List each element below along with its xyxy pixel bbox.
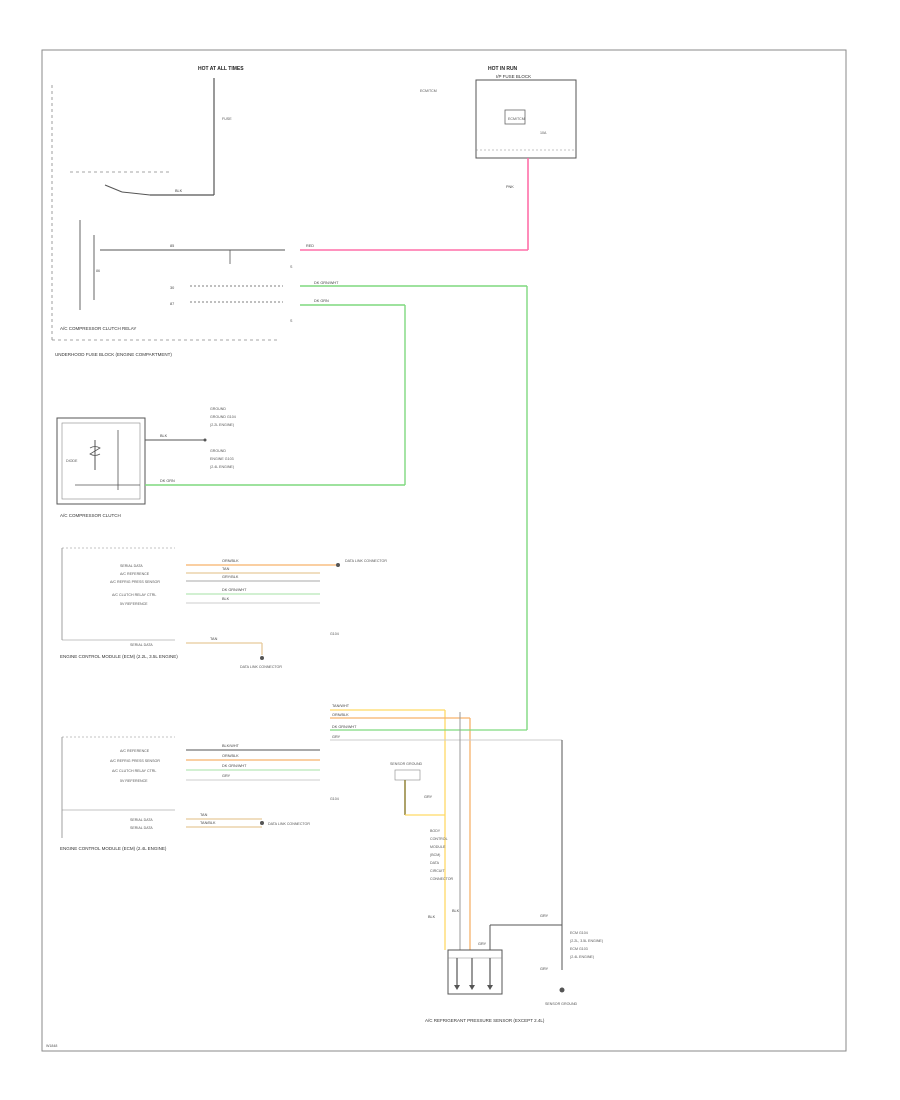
sensor-right-note-3: ECM G103 [570,947,588,951]
ecm-bottom-pin-3-code: GRY [222,774,231,778]
ecm-bottom-ref: G104 [330,797,339,801]
clutch-diode-label: DIODE [66,459,78,463]
sensor-right-note-2: (2.2L, 3.5L ENGINE) [570,939,603,943]
sensor-wire-code-2: GRY [478,942,487,946]
relay-location: UNDERHOOD FUSE BLOCK (ENGINE COMPARTMENT… [55,352,172,357]
splice-note-6: CIRCUIT [430,869,445,873]
ecm-top-pin-0-name: SERIAL DATA [120,564,143,568]
fuse-amp: 10A [540,131,547,135]
fuse-left-note: ECM/TCM [420,89,437,93]
clutch-wire-code-1: DK GRN [160,479,175,483]
pressure-sensor-section: BLK BLK GRY GRY ECM G104 (2.2L, 3.5L ENG… [425,909,603,1023]
relay-wire-code-3: DK GRN [314,299,329,303]
fuse-block-box [475,79,577,159]
sensor-right-code-2: GRY [540,967,549,971]
ecm-top-pin-0-code: ORN/BLK [222,559,239,563]
splice-code-2: DK GRN/WHT [332,725,357,729]
relay-pin-86: 86 [96,269,100,273]
ecm-top-pin-2-name: A/C REFRIG PRESS SENSOR [110,580,160,584]
ecm-top-pin-4-code: BLK [222,597,230,601]
fuse-name: ECM/TCM [508,117,525,121]
ecm-bottom-pin-0-name: A/C REFERENCE [120,749,150,753]
relay-pin-87: 87 [170,302,174,306]
ecm-bottom-pin-1-code: ORN/BLK [222,754,239,758]
ecm-top-pin-3-code: DK GRN/WHT [222,588,247,592]
sensor-right-note-1: ECM G104 [570,931,588,935]
splice-note-2: CONTROL [430,837,448,841]
relay-s-code-2: S [290,319,293,323]
clutch-upper-ground: GROUND [210,407,226,411]
ecm-bottom-section: A/C REFERENCE BLK/WHT A/C REFRIG PRESS S… [60,736,339,851]
ecm-top-pin-1-code: TAN [222,567,230,571]
ecm-bottom-serial-1-code: TAN/BLK [200,821,216,825]
diagram-id-code: W1848 [46,1044,57,1048]
ecm-top-pin-4-name: 5V REFERENCE [120,602,148,606]
ecm-top-pin-1-name: A/C REFERENCE [120,572,150,576]
relay-fuse-label: FUSE [222,117,232,121]
relay-wire-code-2: DK GRN/WHT [314,281,339,285]
clutch-title: A/C COMPRESSOR CLUTCH [60,513,121,518]
ecm-top-datalink-2: DATA LINK CONNECTOR [240,665,282,669]
sensor-ground-label: SENSOR GROUND [545,1002,578,1006]
ecm-bottom-pin-2-code: DK GRN/WHT [222,764,247,768]
ecm-top-bottom-pin-name: SERIAL DATA [130,643,153,647]
relay-s-code: S [290,265,293,269]
ecm-bottom-pin-0-code: BLK/WHT [222,744,240,748]
clutch-lower-ground: GROUND [210,449,226,453]
compressor-clutch-box [56,417,146,505]
splice-section: TAN/WHT ORN/BLK DK GRN/WHT GRY SENSOR GR… [330,704,563,950]
relay-pin-30: 30 [170,286,174,290]
sensor-right-code: GRY [540,914,549,918]
ecm-bottom-pin-2-name: A/C CLUTCH RELAY CTRL [112,769,156,773]
splice-code-0: TAN/WHT [332,704,350,708]
fuse-wire-code: PNK [506,185,514,189]
compressor-clutch-section: DIODE BLK GROUND GROUND G104 (2.2L ENGIN… [56,407,405,518]
splice-note-5: DATA [430,861,440,865]
splice-code-3: GRY [332,735,341,739]
clutch-wire-code-0: BLK [160,434,168,438]
clutch-lower-ground-note2: (2.4L ENGINE) [210,465,234,469]
sensor-title: A/C REFRIGERANT PRESSURE SENSOR (EXCEPT … [425,1018,545,1023]
clutch-lower-ground-note: ENGINE G103 [210,457,234,461]
ecm-bottom-datalink: DATA LINK CONNECTOR [268,822,310,826]
relay-output-wires: DK GRN/WHT DK GRN RED S S [290,244,528,730]
relay-hot-label: HOT AT ALL TIMES [198,66,244,72]
splice-note-7: CONNECTOR [430,877,453,881]
ecm-top-pin-3-name: A/C CLUTCH RELAY CTRL [112,593,156,597]
relay-title: A/C COMPRESSOR CLUTCH RELAY [60,326,136,331]
ecm-top-pin-2-code: GRY/BLK [222,575,239,579]
fuse-hot-label: HOT IN RUN [488,66,518,72]
splice-note-1: BODY [430,829,441,833]
splice-note-4: (BCM) [430,853,440,857]
fuse-block-title: I/P FUSE BLOCK [496,74,531,79]
relay-wire-code-1: RED [306,244,314,248]
ecm-bottom-title: ENGINE CONTROL MODULE (ECM) (2.4L ENGINE… [60,846,167,851]
clutch-upper-ground-note: GROUND G104 [210,415,236,419]
ecm-top-datalink: DATA LINK CONNECTOR [345,559,387,563]
splice-sensor-ground-code: GRY [424,795,433,799]
relay-pin-85: 85 [170,244,174,248]
ecm-top-bottom-pin-code: TAN [210,637,218,641]
ecm-bottom-pin-3-name: 5V REFERENCE [120,779,148,783]
ecm-bottom-serial-0-code: TAN [200,813,208,817]
ecm-bottom-serial-1-name: SERIAL DATA [130,826,153,830]
sensor-right-note-4: (2.4L ENGINE) [570,955,594,959]
splice-sensor-ground: SENSOR GROUND [390,762,423,766]
relay-section: HOT AT ALL TIMES FUSE BLK 85 86 30 87 A/… [51,66,285,357]
ecm-top-title: ENGINE CONTROL MODULE (ECM) (2.2L, 3.5L … [60,654,178,659]
ecm-top-section: SERIAL DATA ORN/BLK A/C REFERENCE TAN A/… [60,547,387,669]
relay-wire-code-0: BLK [175,189,183,193]
splice-code-1: ORN/BLK [332,713,349,717]
diagram-frame [41,49,847,1052]
ecm-top-ground-ref: G104 [330,632,339,636]
splice-note-3: MODULE [430,845,446,849]
fuse-block-section: HOT IN RUN I/P FUSE BLOCK ECM/TCM 10A EC… [300,66,577,251]
sensor-wire-code-0: BLK [428,915,436,919]
ecm-bottom-pin-1-name: A/C REFRIG PRESS SENSOR [110,759,160,763]
pressure-sensor-box [447,949,503,995]
sensor-wire-code-1: BLK [452,909,460,913]
clutch-upper-ground-note2: (2.2L ENGINE) [210,423,234,427]
ecm-bottom-serial-0-name: SERIAL DATA [130,818,153,822]
